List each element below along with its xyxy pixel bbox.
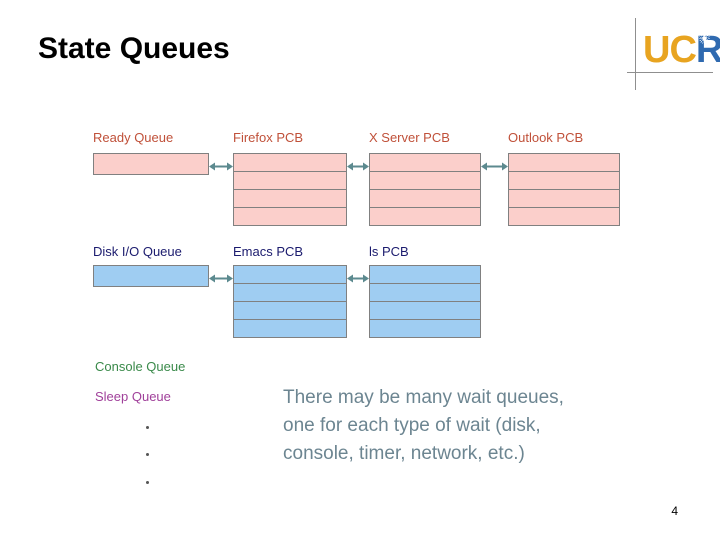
logo-vertical-rule	[635, 18, 636, 90]
pcb-label-ls-pcb: ls PCB	[369, 244, 409, 259]
ellipsis-dot-2	[146, 453, 149, 456]
pcb-cell-outlook-pcb-3	[508, 189, 620, 208]
logo-uc-text: UC	[643, 29, 697, 71]
pcb-cell-firefox-pcb-4	[233, 207, 347, 226]
page-title: State Queues	[38, 32, 230, 65]
note-line-1: There may be many wait queues,	[283, 387, 564, 408]
pcb-label-firefox-pcb: Firefox PCB	[233, 130, 304, 145]
pcb-cell-outlook-pcb-4	[508, 207, 620, 226]
queue-label-disk-i-o-queue: Disk I/O Queue	[93, 244, 182, 259]
pcb-cell-firefox-pcb-2	[233, 171, 347, 190]
pcb-cell-emacs-pcb-3	[233, 301, 347, 320]
ellipsis-dot-1	[146, 426, 149, 429]
connector-arrow-ready-queue-3	[481, 159, 508, 171]
ucr-logo: UCR	[627, 18, 720, 90]
queue-head-box-disk-i-o-queue	[93, 265, 209, 287]
queue-label-sleep-queue: Sleep Queue	[95, 389, 171, 404]
pcb-cell-x-server-pcb-3	[369, 189, 481, 208]
pcb-cell-x-server-pcb-1	[369, 153, 481, 172]
logo-r-text: R	[696, 29, 720, 71]
pcb-cell-firefox-pcb-1	[233, 153, 347, 172]
page-number: 4	[671, 504, 678, 518]
connector-arrow-disk-i-o-queue-1	[209, 271, 233, 283]
queue-label-ready-queue: Ready Queue	[93, 130, 174, 145]
note-line-3: console, timer, network, etc.)	[283, 443, 525, 464]
wait-queue-note: There may be many wait queues, one for e…	[283, 384, 663, 468]
pcb-cell-ls-pcb-4	[369, 319, 481, 338]
logo-wordmark: UCR	[643, 31, 720, 69]
pcb-cell-x-server-pcb-4	[369, 207, 481, 226]
pcb-cell-x-server-pcb-2	[369, 171, 481, 190]
pcb-cell-ls-pcb-1	[369, 265, 481, 284]
pcb-cell-outlook-pcb-2	[508, 171, 620, 190]
pcb-cell-emacs-pcb-2	[233, 283, 347, 302]
logo-horizontal-rule	[627, 72, 713, 73]
pcb-cell-emacs-pcb-1	[233, 265, 347, 284]
pcb-cell-outlook-pcb-1	[508, 153, 620, 172]
queue-head-box-ready-queue	[93, 153, 209, 175]
pcb-cell-ls-pcb-2	[369, 283, 481, 302]
pcb-label-emacs-pcb: Emacs PCB	[233, 244, 304, 259]
queue-label-console-queue: Console Queue	[95, 359, 186, 374]
note-line-2: one for each type of wait (disk,	[283, 415, 541, 436]
sun-icon	[698, 33, 710, 44]
pcb-label-x-server-pcb: X Server PCB	[369, 130, 450, 145]
ellipsis-dot-3	[146, 481, 149, 484]
pcb-cell-ls-pcb-3	[369, 301, 481, 320]
pcb-cell-firefox-pcb-3	[233, 189, 347, 208]
connector-arrow-ready-queue-2	[347, 159, 369, 171]
connector-arrow-disk-i-o-queue-2	[347, 271, 369, 283]
pcb-cell-emacs-pcb-4	[233, 319, 347, 338]
pcb-label-outlook-pcb: Outlook PCB	[508, 130, 584, 145]
connector-arrow-ready-queue-1	[209, 159, 233, 171]
